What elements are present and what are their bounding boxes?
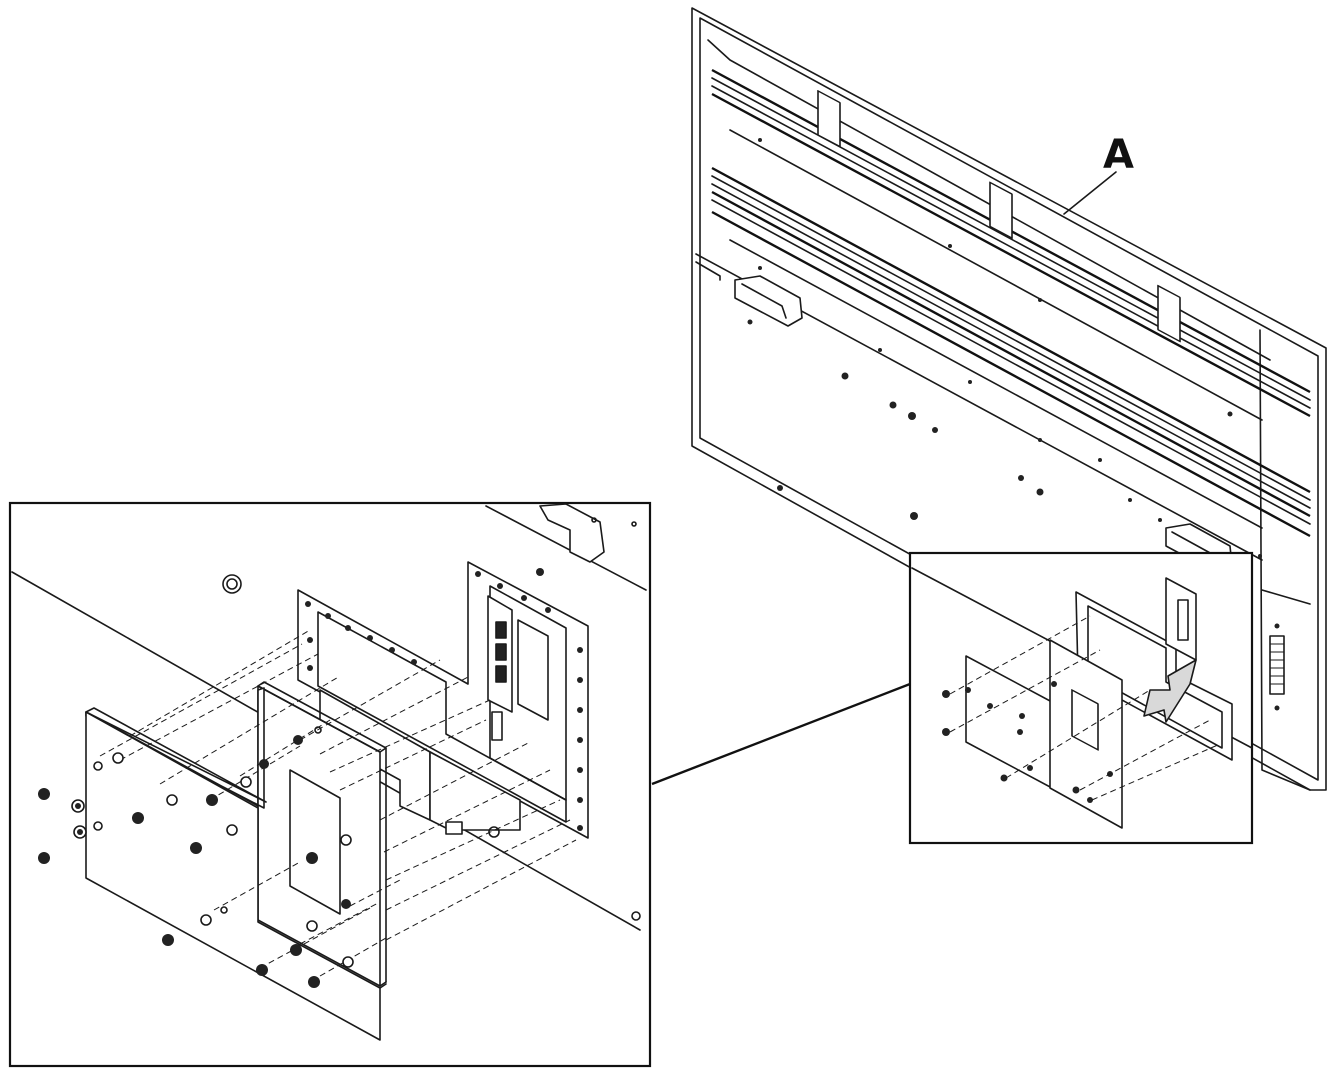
tv-right-edge: [1259, 329, 1311, 791]
screw: [308, 976, 320, 988]
screw: [132, 812, 144, 824]
screw: [162, 934, 174, 946]
front-cover-plate: [85, 687, 387, 1041]
middle-shield-plate: [257, 681, 387, 987]
screw: [306, 852, 318, 864]
detail-leader-line: [651, 682, 911, 786]
screw: [256, 964, 268, 976]
small-plate-front: [1049, 639, 1123, 829]
screw: [38, 852, 50, 864]
callout-a-label: A: [1103, 132, 1134, 178]
rib-clips: [817, 90, 1181, 343]
screw: [206, 794, 218, 806]
tv-inner-frame: [699, 17, 1319, 781]
side-control-strip: [1261, 589, 1311, 711]
screw: [259, 759, 269, 769]
lower-panel-lip: [695, 261, 721, 281]
screw: [290, 944, 302, 956]
panel-hole: [222, 574, 242, 594]
screw: [293, 735, 303, 745]
large-handle: [539, 503, 605, 563]
plate-window: [289, 769, 341, 915]
callout-a-leader: [1063, 171, 1117, 215]
large-dash-guides: [99, 629, 577, 977]
screw: [38, 788, 50, 800]
screws-washers: [38, 726, 354, 988]
small-detail-box: [908, 551, 1254, 845]
removal-arrow: [1143, 659, 1197, 723]
handle-left: [734, 275, 803, 327]
small-screws: [942, 681, 1113, 803]
connector-board: [487, 595, 549, 741]
screw: [190, 842, 202, 854]
rear-cover-top: [707, 39, 1271, 361]
callout-a: A: [1063, 132, 1134, 215]
large-detail-box: [8, 501, 652, 1068]
small-dash-guides: [949, 615, 1221, 801]
